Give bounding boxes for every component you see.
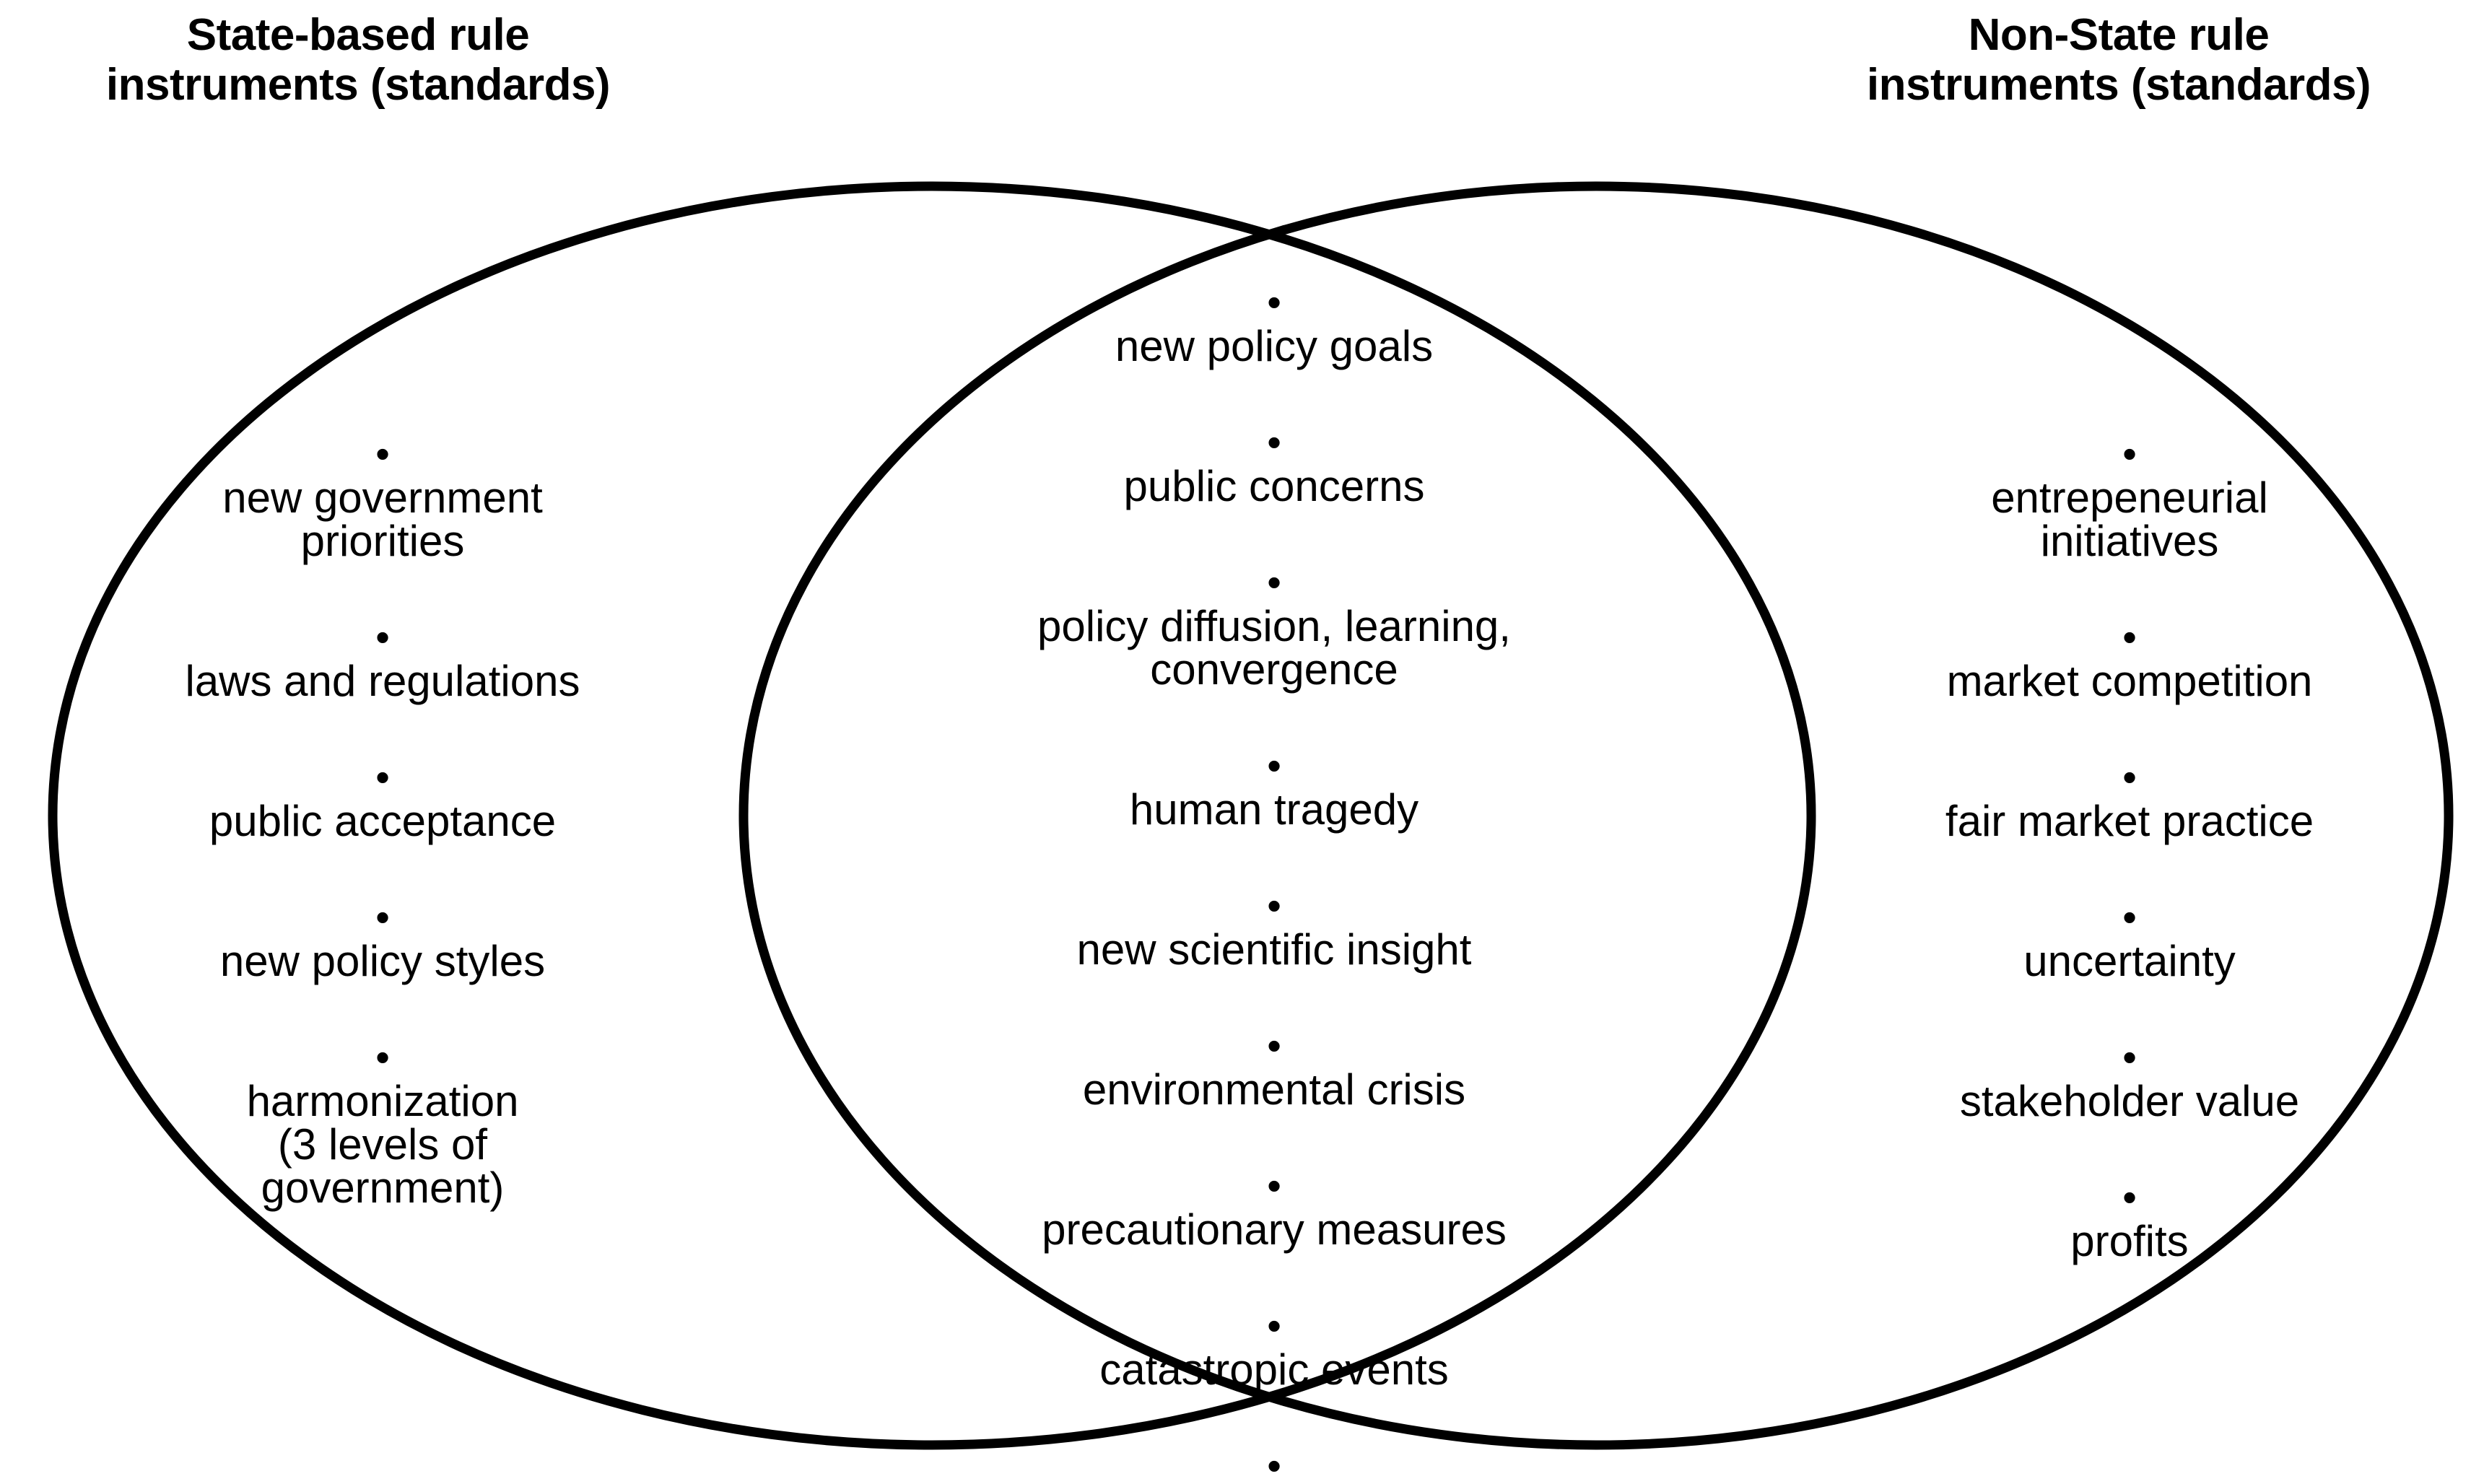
list-item: • policy diffusion, learning, convergenc… bbox=[754, 518, 1794, 702]
list-item: • laws and regulations bbox=[43, 573, 722, 713]
bullet-icon: • bbox=[1267, 1442, 1281, 1484]
right-set-ellipse bbox=[738, 181, 2454, 1450]
list-item-label: entrepeneurial initiatives bbox=[1991, 473, 2268, 565]
bullet-icon: • bbox=[1267, 419, 1281, 465]
list-item-label: market competition bbox=[1946, 657, 2313, 705]
right-set-title: Non-State rule instruments (standards) bbox=[1866, 10, 2371, 110]
bullet-icon: • bbox=[2122, 430, 2137, 476]
bullet-icon: • bbox=[1267, 279, 1281, 325]
intersection-item-list: • new policy goals • public concerns • p… bbox=[754, 238, 1794, 1484]
list-item-label: fair market practice bbox=[1945, 797, 2314, 845]
list-item: • environmental crisis bbox=[754, 982, 1794, 1122]
list-item: • disasters, tragedy bbox=[754, 1402, 1794, 1484]
bullet-icon: • bbox=[375, 894, 390, 940]
bullet-icon: • bbox=[1267, 882, 1281, 928]
list-item: • uncertainty bbox=[1805, 853, 2454, 993]
bullet-icon: • bbox=[2122, 1174, 2137, 1220]
list-item: • human tragedy bbox=[754, 702, 1794, 842]
bullet-icon: • bbox=[2122, 1034, 2137, 1080]
list-item: • entrepeneurial initiatives bbox=[1805, 390, 2454, 573]
list-item-label: public acceptance bbox=[209, 797, 557, 845]
list-item-label: catastropic events bbox=[1099, 1345, 1449, 1394]
list-item: • harmonization (3 levels of government) bbox=[43, 993, 722, 1220]
list-item-label: new scientific insight bbox=[1076, 925, 1472, 974]
list-item: • new government priorities bbox=[43, 390, 722, 573]
bullet-icon: • bbox=[375, 430, 390, 476]
bullet-icon: • bbox=[1267, 742, 1281, 788]
list-item-label: uncertainty bbox=[2023, 937, 2236, 985]
bullet-icon: • bbox=[1267, 559, 1281, 605]
left-set-ellipse bbox=[48, 181, 1816, 1450]
list-item: • stakeholder value bbox=[1805, 993, 2454, 1133]
list-item: • public acceptance bbox=[43, 713, 722, 853]
list-item-label: human tragedy bbox=[1129, 785, 1419, 834]
list-item-label: environmental crisis bbox=[1082, 1065, 1466, 1114]
list-item-label: new policy styles bbox=[219, 937, 546, 985]
list-item: • new scientific insight bbox=[754, 842, 1794, 982]
list-item-label: laws and regulations bbox=[185, 657, 580, 705]
list-item: • precautionary measures bbox=[754, 1122, 1794, 1262]
right-only-item-list: • entrepeneurial initiatives • market co… bbox=[1805, 390, 2454, 1273]
bullet-icon: • bbox=[375, 614, 390, 660]
list-item-label: new government priorities bbox=[222, 473, 543, 565]
bullet-icon: • bbox=[2122, 754, 2137, 800]
bullet-icon: • bbox=[2122, 614, 2137, 660]
list-item-label: new policy goals bbox=[1115, 322, 1434, 370]
list-item-label: stakeholder value bbox=[1959, 1077, 2300, 1125]
list-item: • profits bbox=[1805, 1133, 2454, 1273]
list-item: • new policy styles bbox=[43, 853, 722, 993]
list-item-label: harmonization (3 levels of government) bbox=[246, 1077, 519, 1212]
list-item: • market competition bbox=[1805, 573, 2454, 713]
bullet-icon: • bbox=[1267, 1022, 1281, 1068]
bullet-icon: • bbox=[1267, 1162, 1281, 1208]
bullet-icon: • bbox=[375, 1034, 390, 1080]
left-only-item-list: • new government priorities • laws and r… bbox=[43, 390, 722, 1220]
left-set-title: State-based rule instruments (standards) bbox=[105, 10, 611, 110]
list-item: • fair market practice bbox=[1805, 713, 2454, 853]
list-item-label: policy diffusion, learning, convergence bbox=[1037, 602, 1511, 694]
list-item-label: public concerns bbox=[1123, 462, 1425, 510]
list-item: • public concerns bbox=[754, 378, 1794, 518]
bullet-icon: • bbox=[1267, 1302, 1281, 1348]
list-item-label: profits bbox=[2070, 1217, 2189, 1265]
list-item: • catastropic events bbox=[754, 1262, 1794, 1402]
bullet-icon: • bbox=[375, 754, 390, 800]
list-item-label: precautionary measures bbox=[1042, 1205, 1507, 1254]
bullet-icon: • bbox=[2122, 894, 2137, 940]
list-item: • new policy goals bbox=[754, 238, 1794, 378]
